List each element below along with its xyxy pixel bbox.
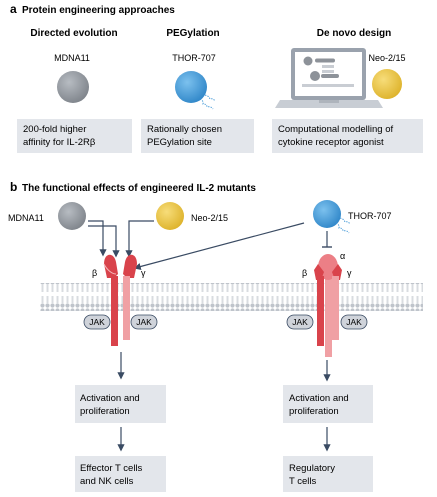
left-jak-1 [83,314,111,330]
right-jak-2 [340,314,368,330]
mdna11-molecule-icon [57,71,89,103]
left-label-mdna11: MDNA11 [8,213,44,223]
right-alpha-label: α [340,251,345,261]
right-effect2-line2: T cells [289,476,317,487]
left-effect1-box [75,385,166,423]
right-label-thor707: THOR-707 [348,211,392,221]
right-effect1-box [283,385,373,423]
right-jak-1 [286,314,314,330]
arrow-thor707-to-left-receptor [133,222,305,270]
right-effect1-line2: proliferation [289,406,339,417]
right-il2-receptor [314,254,342,357]
approach-heading-directed-evolution: Directed evolution [30,28,117,39]
peg-chain-icon [339,217,351,225]
molecule-label-neo215: Neo-2/15 [368,53,405,63]
approach-desc-2-line1: Rationally chosen [147,124,222,135]
approach-desc-box-3 [272,119,423,153]
approach-desc-2-line2: PEGylation site [147,137,212,148]
left-effect2-line1: Effector T cells [80,463,143,474]
left-jak-2 [130,314,158,330]
left-jak-1-label: JAK [89,317,105,327]
left-il2-receptor [103,254,137,346]
peg-chain-icon [199,98,214,110]
approach-desc-3-line2: cytokine receptor agonist [278,137,384,148]
thor707-molecule-icon [175,71,207,103]
left-mdna11-molecule-icon [58,202,86,230]
right-thor707-molecule-icon [313,200,341,228]
right-jak-2-label: JAK [346,317,362,327]
right-effect2-line1: Regulatory [289,463,335,474]
peg-chain-icon [204,94,216,102]
right-gamma-label: γ [347,268,352,278]
approach-heading-de-novo-design: De novo design [317,28,391,39]
panel-b-letter: b [10,180,17,194]
left-effect1-line2: proliferation [80,406,130,417]
approach-desc-1-line1: 200-fold higher [23,124,86,135]
right-jak-1-label: JAK [292,317,308,327]
approach-desc-box-1 [17,119,132,153]
cell-membrane [40,283,423,311]
right-beta-label: β [302,268,307,278]
laptop-icon [275,48,383,108]
panel-a-title: Protein engineering approaches [22,5,175,16]
neo215-molecule-icon [372,69,402,99]
molecule-label-mdna11: MDNA11 [54,53,90,63]
peg-chain-icon [335,222,350,234]
left-gamma-label: γ [141,268,146,278]
molecule-label-thor707: THOR-707 [172,53,216,63]
panel-b-title: The functional effects of engineered IL-… [22,183,256,194]
right-effect1-line1: Activation and [289,393,349,404]
left-label-neo215: Neo-2/15 [191,213,228,223]
arrow-neo215-to-receptor [125,220,154,258]
right-effect2-box [283,456,373,492]
approach-desc-1-line2: affinity for IL-2Rβ [23,137,96,148]
left-neo215-molecule-icon [156,202,184,230]
left-jak-2-label: JAK [136,317,152,327]
arrow-mdna11-to-receptor [88,220,107,257]
left-beta-label: β [92,268,97,278]
panel-a-letter: a [10,2,17,16]
approach-desc-box-2 [141,119,254,153]
left-effect1-line1: Activation and [80,393,140,404]
approach-heading-pegylation: PEGylation [166,28,219,39]
left-effect2-box [75,456,166,492]
left-effect2-line2: and NK cells [80,476,134,487]
approach-desc-3-line1: Computational modelling of [278,124,393,135]
arrow-mdna11-to-receptor-2 [88,225,120,258]
